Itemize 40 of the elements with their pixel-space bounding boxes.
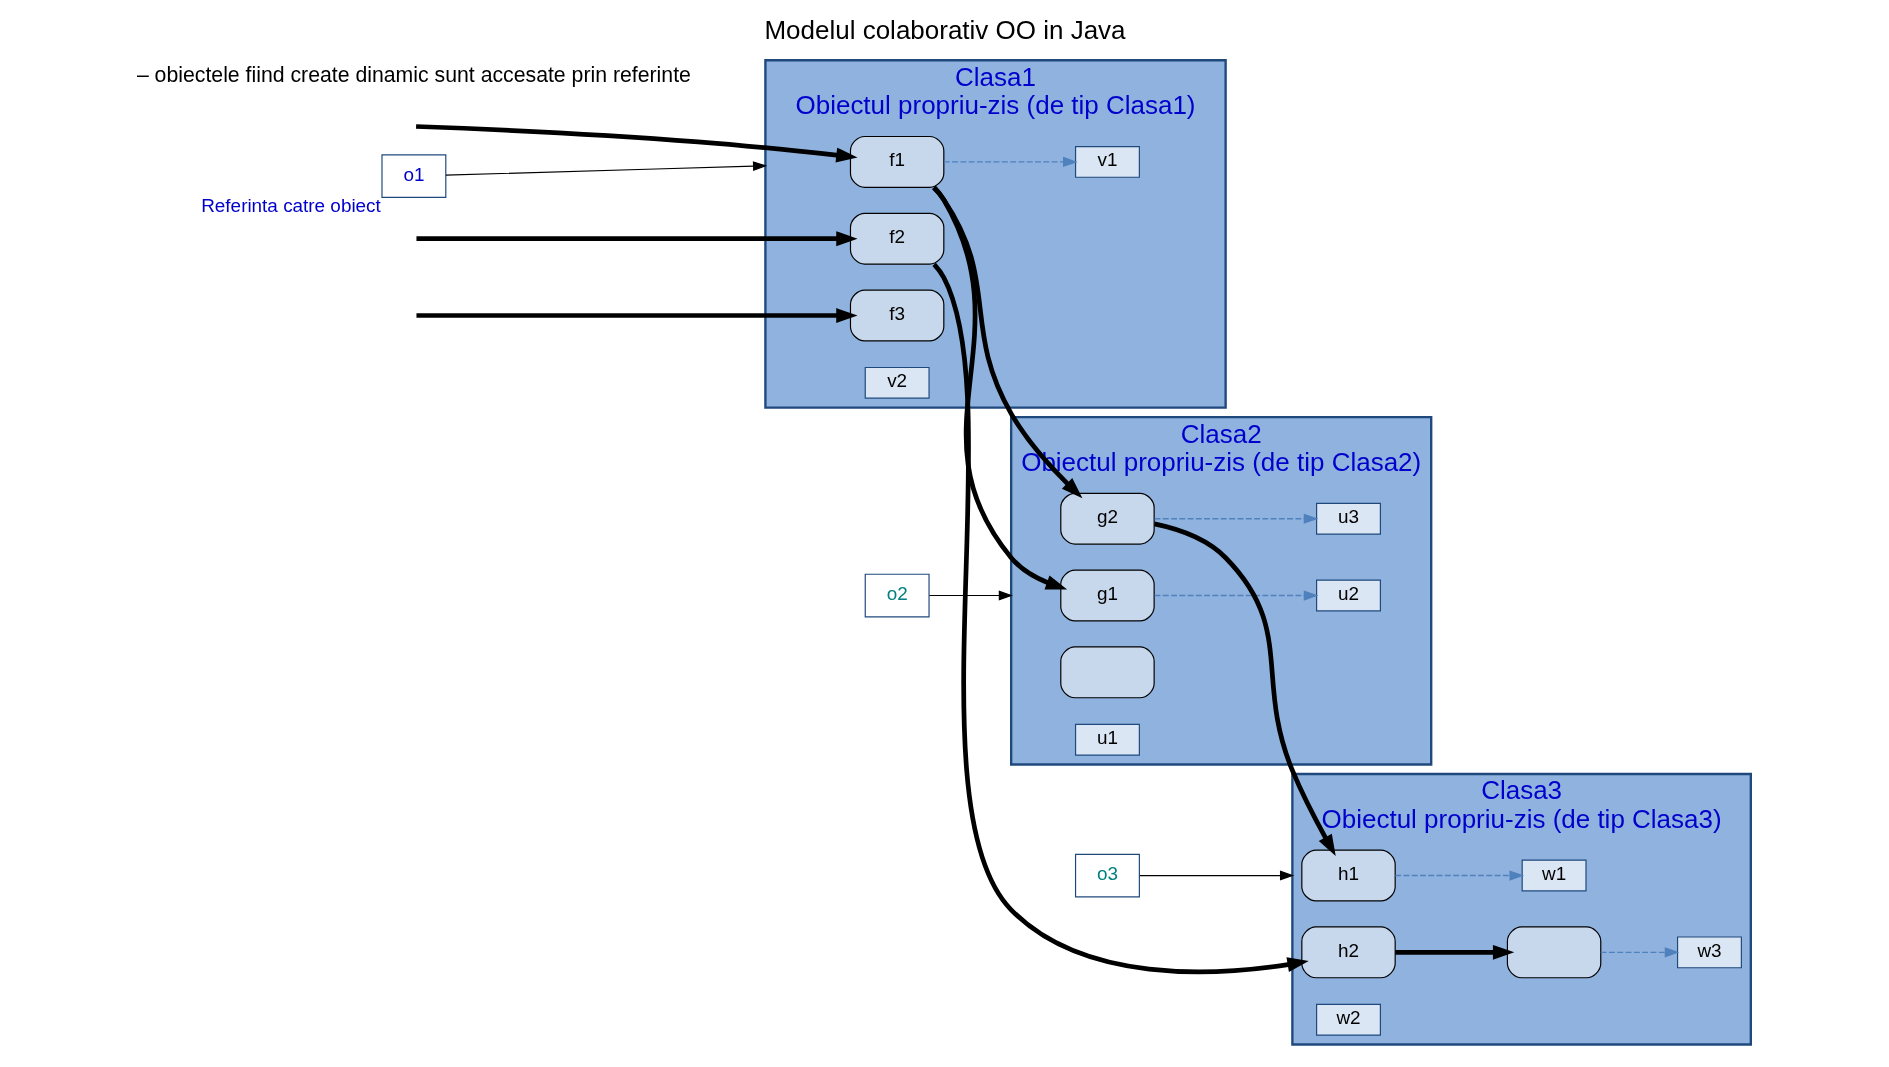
node-box [1506, 926, 1601, 979]
arrow [931, 186, 1082, 499]
arrow [931, 262, 1309, 975]
arrow [1138, 870, 1294, 881]
arrow [1153, 513, 1318, 524]
diagram-title: Modelul colaborativ OO in Java [763, 14, 1126, 45]
arrow [415, 308, 858, 323]
node-box: o2 [864, 573, 930, 618]
arrow [1394, 870, 1524, 881]
node-label: Obiectul propriu-zis (de tip Clasa1) [795, 90, 1196, 121]
arrow [1153, 590, 1318, 601]
arrow [1599, 947, 1679, 958]
node-box: o3 [1074, 853, 1140, 898]
label: – obiectele fiind create dinamic sunt accesate prin referinte [136, 63, 691, 88]
node-box: h1 [1300, 849, 1396, 902]
node-box: f1 [849, 135, 944, 188]
node-box: o1 [380, 154, 446, 198]
node-box: f2 [849, 212, 944, 265]
arrow [1394, 944, 1514, 960]
node-box: u3 [1315, 502, 1381, 535]
node-box: v1 [1074, 145, 1140, 178]
node-box: w3 [1676, 936, 1742, 969]
node-box: f3 [849, 289, 944, 342]
node-box: u2 [1315, 579, 1381, 612]
node-box: w1 [1521, 859, 1587, 892]
node-label: Obiectul propriu-zis (de tip Clasa3) [1321, 803, 1722, 834]
arrow [444, 161, 767, 176]
node-box: w2 [1315, 1003, 1381, 1036]
node-box: h2 [1300, 926, 1396, 979]
node-box [1059, 646, 1155, 699]
node-box: g1 [1059, 569, 1155, 622]
arrow [1153, 521, 1336, 857]
node-label: Referinta catre obiect [200, 195, 381, 217]
arrow [415, 124, 858, 163]
node-box: g2 [1059, 492, 1155, 545]
arrow [942, 156, 1078, 168]
node-box: u1 [1074, 723, 1140, 756]
arrow [928, 590, 1013, 601]
arrow [415, 231, 858, 247]
node-box: v2 [864, 366, 930, 399]
